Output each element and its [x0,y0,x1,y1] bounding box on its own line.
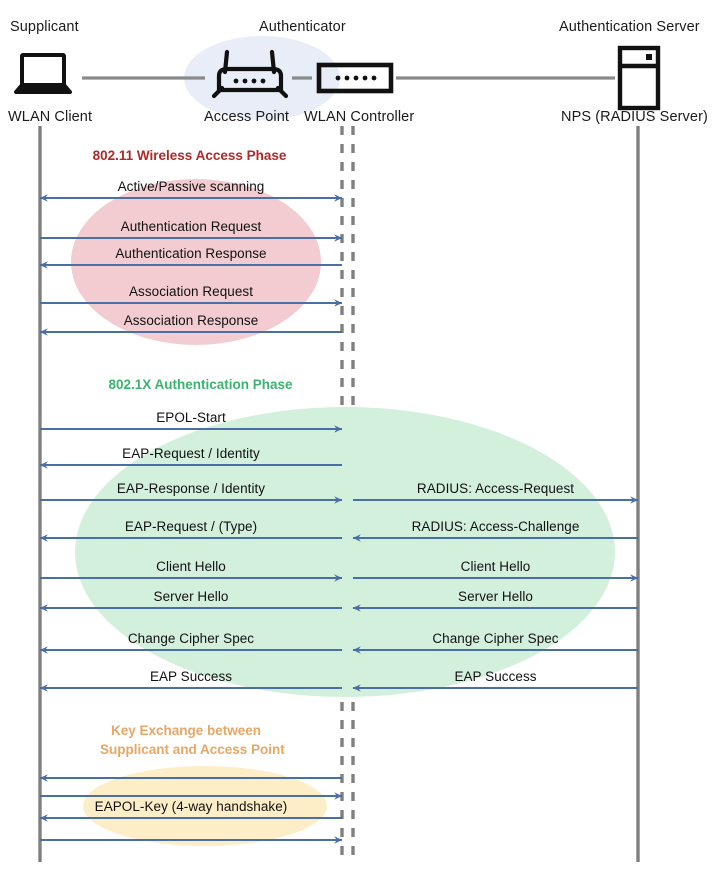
actor-role-supplicant: Supplicant [10,19,79,35]
actor-device-access-point: Access Point [204,109,290,125]
phase-title-key-exchange: Key Exchange between Supplicant and Acce… [100,721,285,759]
message-label: Change Cipher Spec [127,631,255,646]
message-label: EAPOL-Key (4-way handshake) [94,799,288,814]
message-label: Server Hello [458,589,533,604]
server-tower-icon [617,45,661,111]
message-label: EPOL-Start [156,410,226,425]
actor-role-authenticator: Authenticator [259,19,346,35]
phase-title-dot1x-authentication: 802.1X Authentication Phase [108,377,293,392]
authenticator-group-ellipse [184,36,340,120]
message-label: Authentication Request [120,219,262,234]
actor-device-wlan-controller: WLAN Controller [304,109,415,125]
message-label: Client Hello [460,559,531,574]
message-label: EAP Success [454,669,537,684]
message-label: Association Request [128,284,254,299]
wireless-access-point-icon [211,49,289,99]
message-label: RADIUS: Access-Request [416,481,575,496]
message-label: Server Hello [153,589,229,604]
phase-title-key-exchange-line1: Key Exchange between [110,723,262,738]
message-label: EAP Success [149,669,233,684]
message-label: EAP-Request / (Type) [124,519,258,534]
actor-device-nps: NPS (RADIUS Server) [561,109,708,125]
message-label: Change Cipher Spec [432,631,559,646]
actor-role-authentication-server: Authentication Server [559,19,700,35]
message-label: Client Hello [156,559,226,574]
phase-title-key-exchange-line2: Supplicant and Access Point [100,742,285,757]
message-label: RADIUS: Access-Challenge [411,519,580,534]
message-label: EAP-Request / Identity [122,446,260,461]
laptop-icon [14,53,72,94]
phase-ellipse-dot1x [75,407,615,697]
actor-device-wlan-client: WLAN Client [8,109,93,125]
message-label: Authentication Response [115,246,267,261]
message-label: Active/Passive scanning [117,179,265,194]
phase-ellipse-key [83,766,327,846]
message-label: EAP-Response / Identity [116,481,266,496]
message-label: Association Response [123,313,259,328]
wlan-controller-icon [316,62,394,94]
phase-title-wireless-access: 802.11 Wireless Access Phase [92,148,287,163]
